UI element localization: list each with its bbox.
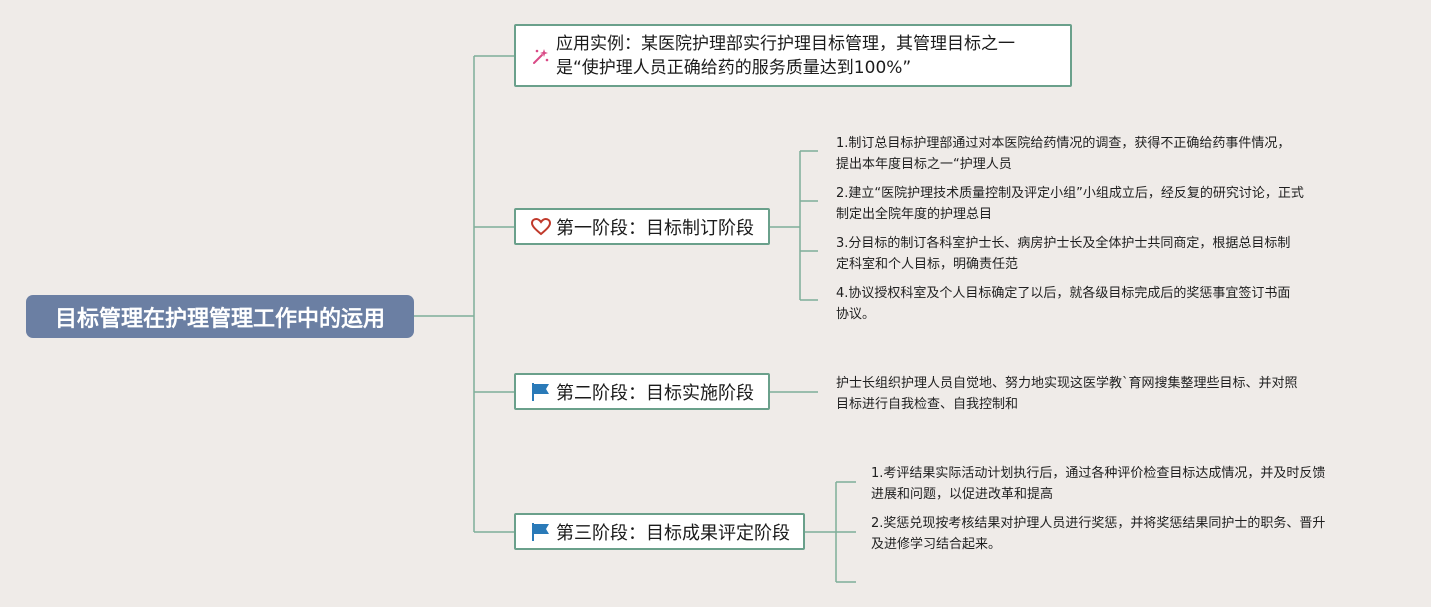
flag-icon (530, 521, 552, 543)
central-topic-label: 目标管理在护理管理工作中的运用 (54, 306, 385, 332)
example-topic[interactable]: 应用实例：某医院护理部实行护理目标管理，其管理目标之一 是“使护理人员正确给药的… (514, 24, 1072, 87)
stage-1-note-3[interactable]: 3.分目标的制订各科室护士长、病房护士长及全体护士共同商定，根据总目标制 定科室… (836, 236, 1291, 272)
stage-1-topic[interactable]: 第一阶段：目标制订阶段 (514, 208, 770, 245)
sparkle-icon (530, 45, 552, 67)
stage-2-label: 第二阶段：目标实施阶段 (556, 382, 754, 404)
flag-icon (530, 381, 552, 403)
stage-3-note-2[interactable]: 2.奖惩兑现按考核结果对护理人员进行奖惩，并将奖惩结果同护士的职务、晋升 及进修… (871, 516, 1326, 552)
stage-1-label: 第一阶段：目标制订阶段 (556, 217, 754, 239)
stage-2-note-1[interactable]: 护士长组织护理人员自觉地、努力地实现这医学教`育网搜集整理些目标、并对照 目标进… (836, 376, 1298, 412)
stage-2-topic[interactable]: 第二阶段：目标实施阶段 (514, 373, 770, 410)
heart-icon (530, 216, 552, 238)
stage-3-topic[interactable]: 第三阶段：目标成果评定阶段 (514, 513, 805, 550)
example-line-2: 是“使护理人员正确给药的服务质量达到100%” (556, 57, 912, 78)
stage-3-note-1[interactable]: 1.考评结果实际活动计划执行后，通过各种评价检查目标达成情况，并及时反馈 进展和… (871, 466, 1326, 502)
stage-3-label: 第三阶段：目标成果评定阶段 (556, 522, 790, 544)
stage-1-note-1[interactable]: 1.制订总目标护理部通过对本医院给药情况的调查，获得不正确给药事件情况， 提出本… (836, 136, 1291, 172)
stage-1-note-2[interactable]: 2.建立“医院护理技术质量控制及评定小组”小组成立后，经反复的研究讨论，正式 制… (836, 186, 1304, 222)
example-line-1: 应用实例：某医院护理部实行护理目标管理，其管理目标之一 (556, 33, 1015, 54)
stage-1-note-4[interactable]: 4.协议授权科室及个人目标确定了以后，就各级目标完成后的奖惩事宜签订书面 协议。 (836, 286, 1291, 322)
central-topic[interactable]: 目标管理在护理管理工作中的运用 (26, 295, 414, 338)
